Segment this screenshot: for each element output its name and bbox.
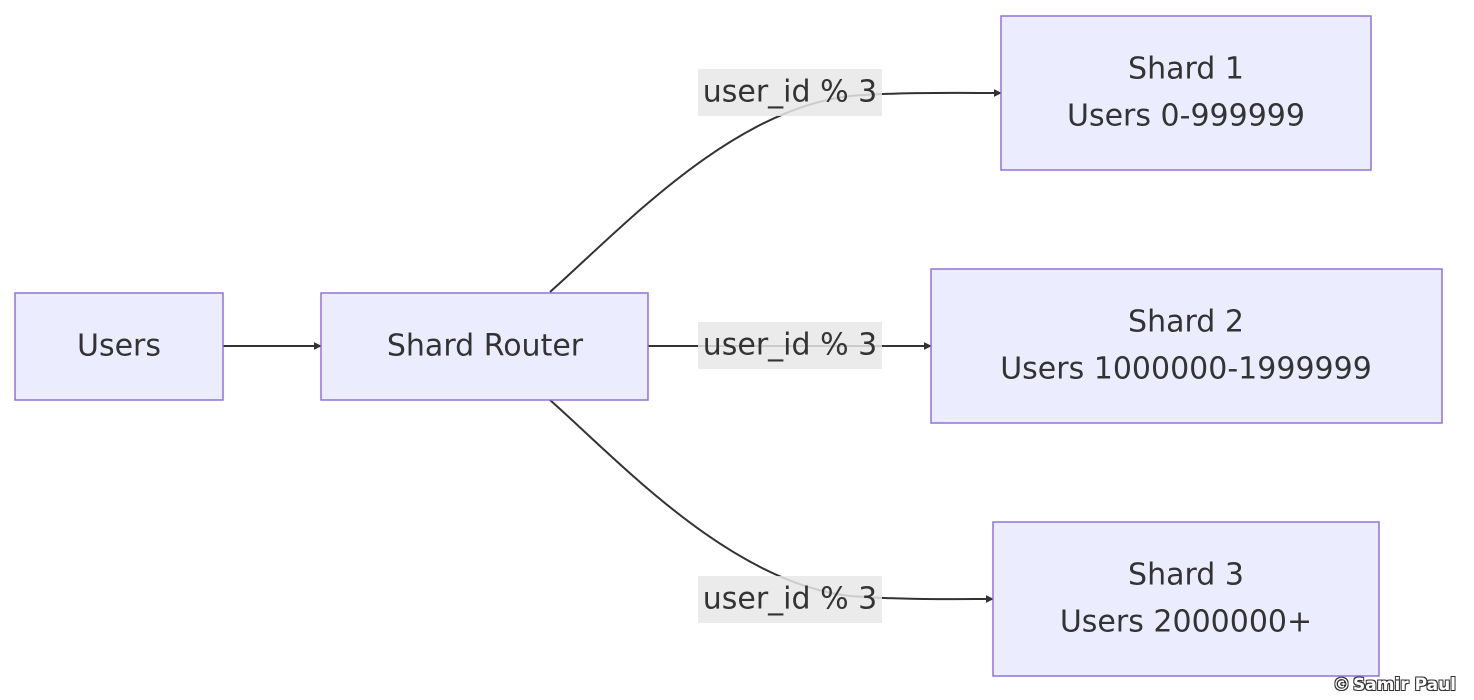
node-shard-2-title: Shard 2: [1128, 305, 1244, 340]
node-shard-1-title: Shard 1: [1128, 52, 1244, 87]
edge-label-text: user_id % 3: [703, 582, 877, 617]
edge-router-to-shard3: [549, 399, 994, 604]
node-shard-3-range: Users 2000000+: [1060, 605, 1312, 640]
edge-label-shard3: user_id % 3: [698, 576, 882, 623]
edge-label-shard2: user_id % 3: [698, 322, 882, 369]
node-shard-2: Shard 2 Users 1000000-1999999: [930, 268, 1443, 424]
edge-router-to-shard1: [549, 88, 1002, 293]
watermark: © Samir Paul: [1333, 675, 1456, 695]
edge-label-text: user_id % 3: [703, 328, 877, 363]
node-shard-1: Shard 1 Users 0-999999: [1000, 15, 1372, 171]
node-shard-3: Shard 3 Users 2000000+: [992, 521, 1380, 677]
node-shard-3-title: Shard 3: [1128, 558, 1244, 593]
copyright-icon: ©: [1333, 675, 1351, 695]
node-users-label: Users: [77, 329, 161, 364]
node-users: Users: [14, 292, 224, 401]
node-shard-router-label: Shard Router: [387, 329, 584, 364]
edge-label-shard1: user_id % 3: [698, 69, 882, 116]
watermark-text: Samir Paul: [1353, 675, 1456, 695]
node-shard-router: Shard Router: [320, 292, 649, 401]
node-shard-2-range: Users 1000000-1999999: [1000, 352, 1372, 387]
node-shard-1-range: Users 0-999999: [1067, 99, 1305, 134]
edge-label-text: user_id % 3: [703, 75, 877, 110]
